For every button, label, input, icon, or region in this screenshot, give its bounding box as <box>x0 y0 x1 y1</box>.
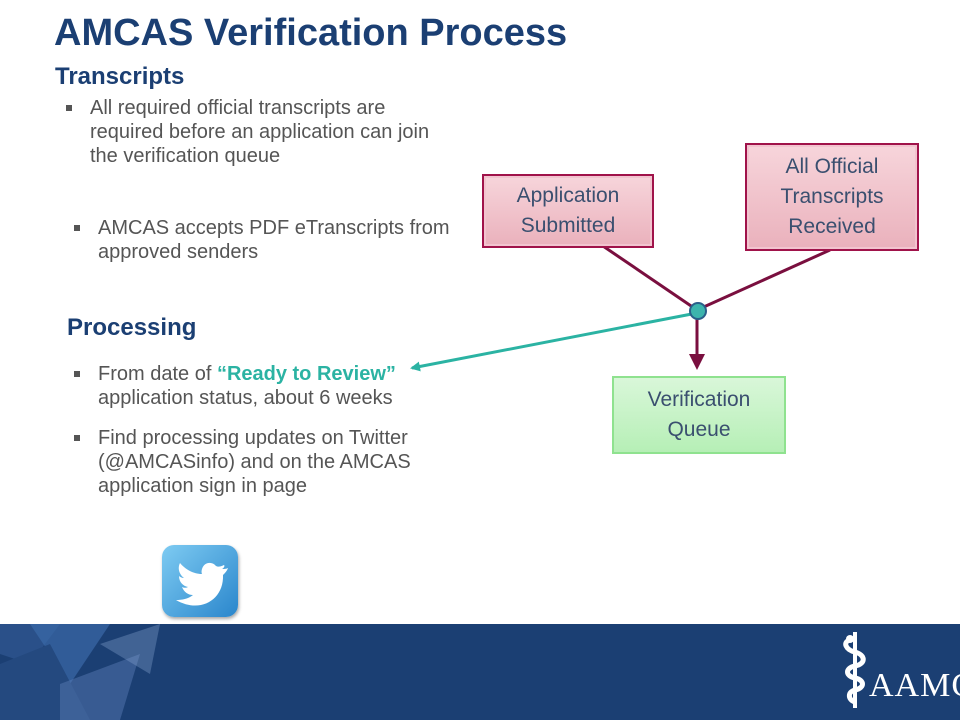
transcripts-received-box: All Official Transcripts Received <box>745 143 919 251</box>
bullet-text-cont: application status, about 6 weeks <box>98 387 393 409</box>
junction-node <box>689 302 707 320</box>
box-label: Verification Queue <box>647 388 751 441</box>
bullet-item: From date of “Ready to Review” applicati… <box>70 362 460 410</box>
bullet-text: All required official transcripts are re… <box>90 97 430 167</box>
box-label: Application Submitted <box>516 184 620 237</box>
slide-title: AMCAS Verification Process <box>54 12 568 54</box>
box-label: All Official Transcripts Received <box>780 155 884 238</box>
bullet-marker <box>66 105 72 111</box>
bullet-text: AMCAS accepts PDF eTranscripts from appr… <box>98 217 450 263</box>
twitter-bird-icon <box>162 545 238 617</box>
bullet-marker <box>74 225 80 231</box>
bullet-item: AMCAS accepts PDF eTranscripts from appr… <box>70 216 450 264</box>
connector-transcripts-to-junction <box>696 248 831 312</box>
transcripts-bullet-list: All required official transcripts are re… <box>62 96 462 184</box>
arrow-down-head <box>689 354 705 370</box>
section-heading-processing: Processing <box>67 314 197 341</box>
bullet-text: From date of <box>98 363 217 385</box>
bullet-text: Find processing updates on Twitter (@AMC… <box>98 427 411 497</box>
bullet-marker <box>74 371 80 377</box>
verification-queue-box: Verification Queue <box>612 376 786 454</box>
section-heading-transcripts: Transcripts <box>55 63 185 90</box>
application-submitted-box: Application Submitted <box>482 174 654 248</box>
caduceus-icon <box>843 632 866 708</box>
footer-decoration <box>0 624 160 720</box>
aamc-logo-text: AAMC <box>869 667 960 704</box>
footer-band <box>0 624 960 720</box>
bullet-item: All required official transcripts are re… <box>62 96 462 168</box>
connector-application-to-junction <box>599 242 698 312</box>
transcripts-bullet-list-2: AMCAS accepts PDF eTranscripts from appr… <box>70 216 450 274</box>
teal-arrow-to-processing <box>410 311 698 372</box>
bullet-item: Find processing updates on Twitter (@AMC… <box>70 426 460 498</box>
processing-bullet-list: From date of “Ready to Review” applicati… <box>70 362 460 508</box>
ready-to-review-highlight: “Ready to Review” <box>216 363 396 385</box>
bullet-marker <box>74 435 80 441</box>
